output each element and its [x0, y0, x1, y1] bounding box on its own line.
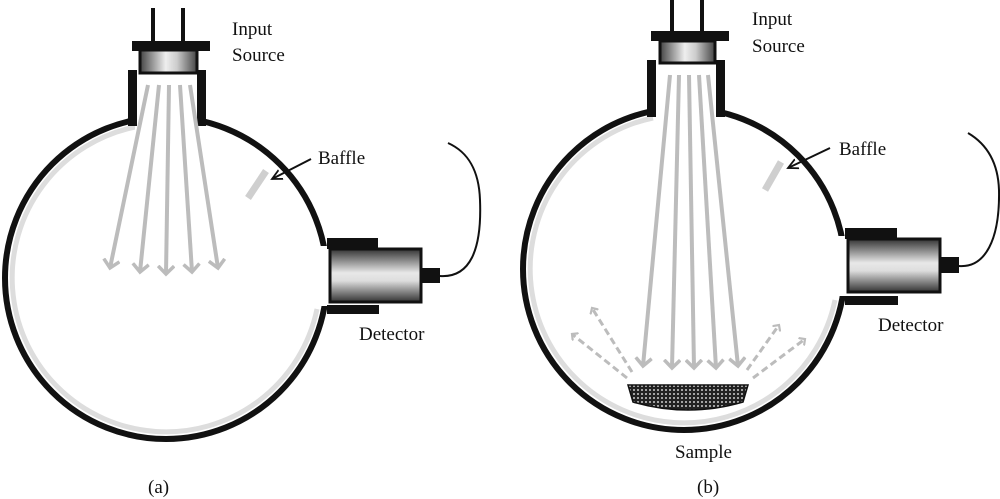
neck-wall-left [128, 70, 137, 126]
panel-a-caption: (a) [148, 477, 169, 498]
panel-a: Input Source Baffle Detector (a) [2, 8, 482, 498]
baffle-label: Baffle [839, 139, 886, 160]
detector-connector [421, 268, 440, 283]
source-prong [670, 0, 674, 32]
neck-gap [654, 95, 718, 123]
source-label-line1: Input [232, 19, 273, 40]
source-lamp [658, 39, 717, 65]
source-label-line2: Source [232, 45, 285, 66]
baffle [761, 160, 785, 192]
detector-body [328, 247, 423, 304]
neck-wall-right [716, 60, 725, 117]
detector-connector [940, 257, 959, 273]
neck-wall-left [647, 60, 656, 117]
input-source [651, 0, 729, 65]
baffle-label: Baffle [318, 148, 365, 169]
source-label-line2: Source [752, 36, 805, 57]
detector-port-bottom [327, 305, 379, 314]
detector-port-bottom [845, 296, 898, 305]
source-prong [151, 8, 155, 42]
detector-body [846, 237, 942, 294]
panel-b-caption: (b) [697, 477, 719, 498]
sphere-coating [9, 124, 320, 435]
detector-wire [439, 142, 482, 278]
reflected-rays [572, 308, 805, 380]
sample [626, 384, 750, 411]
detector-label: Detector [359, 324, 425, 345]
detector-wire [958, 132, 1000, 268]
detector [318, 142, 482, 314]
baffle [245, 169, 269, 200]
source-plate [651, 31, 729, 41]
source-prong [700, 0, 704, 32]
source-label-line1: Input [752, 9, 793, 30]
sphere-wall [520, 105, 848, 433]
incident-rays [110, 84, 218, 274]
detector-port-top [845, 228, 897, 239]
baffle-pointer-arrow [788, 147, 831, 168]
detector-label: Detector [878, 315, 944, 336]
panel-b: Input Source Baffle Detector Sample (b) [520, 0, 1000, 498]
detector-port-top [327, 238, 378, 249]
source-lamp [138, 48, 199, 75]
neck-wall-right [197, 70, 206, 126]
detector [836, 132, 1000, 305]
source-plate [132, 41, 210, 51]
source-prong [181, 8, 185, 42]
sample-label: Sample [675, 442, 732, 463]
incident-rays [643, 74, 738, 368]
sphere-coating [527, 115, 838, 426]
baffle-pointer-arrow [272, 158, 312, 179]
input-source [132, 8, 210, 75]
